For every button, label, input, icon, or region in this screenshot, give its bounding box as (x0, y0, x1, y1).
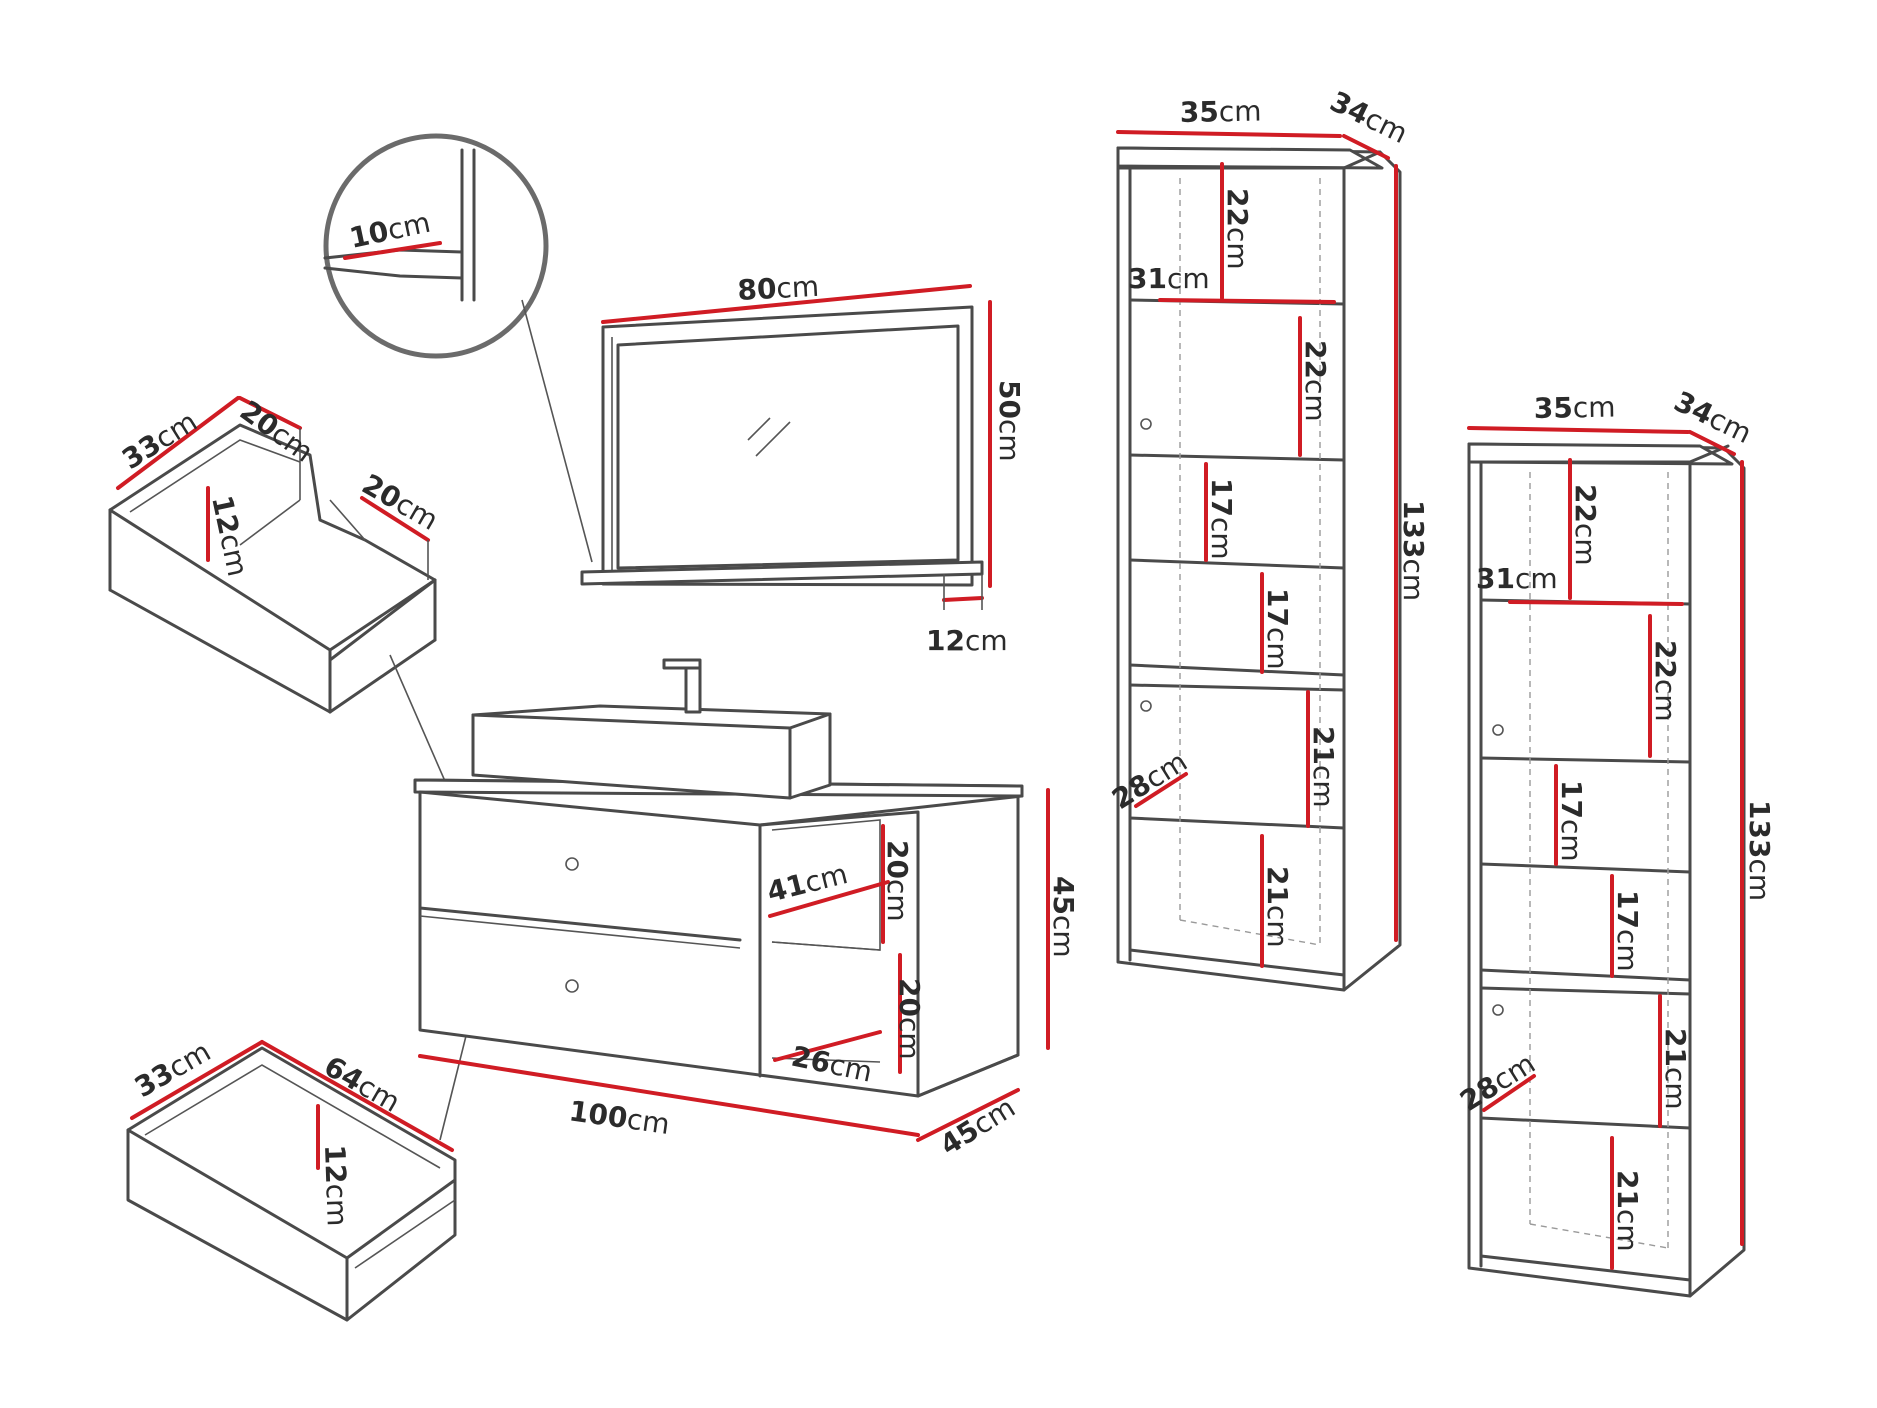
dimension-label-vanity-height: 45cm (1047, 876, 1080, 958)
dimension-unit: cm (965, 624, 1008, 657)
dimension-unit: cm (1397, 558, 1430, 601)
top-drawer (108, 396, 476, 851)
dimension-unit: cm (993, 419, 1026, 462)
bottom-drawer (126, 999, 476, 1322)
dimension-value: 31 (1476, 562, 1515, 595)
dimension-value: 35 (1534, 391, 1574, 425)
dimension-value: 31 (1128, 262, 1167, 295)
dimension-value: 133 (1397, 500, 1430, 558)
dimension-label-mirror-height: 50cm (993, 380, 1026, 462)
dimension-unit: cm (1611, 1209, 1644, 1252)
dimension-label-vanity-shelf-depth: 26cm (789, 1040, 876, 1089)
dimension-label-vanity-shelf-h1: 20cm (881, 840, 914, 922)
dimension-value: 35 (1180, 95, 1220, 129)
dimension-unit: cm (1261, 905, 1294, 948)
dimension-label-tall2-h6: 21cm (1611, 1170, 1644, 1252)
dimension-label-top-drawer-depth: 20cm (357, 467, 444, 536)
dimension-value: 12 (205, 493, 245, 538)
dimension-unit: cm (1047, 915, 1080, 958)
dimension-label-vanity-depth: 45cm (934, 1091, 1021, 1162)
dimension-label-vanity-shelf-h2: 20cm (893, 978, 926, 1060)
dimension-label-tall2-h1: 22cm (1569, 484, 1602, 566)
shelf-detail-circle (323, 133, 593, 563)
dimension-value: 17 (1555, 780, 1588, 819)
dimension-label-tall1-h2: 22cm (1299, 340, 1332, 422)
tall-cabinet-2 (1467, 426, 1746, 1298)
dimension-unit: cm (1573, 391, 1616, 425)
dimension-unit: cm (1569, 523, 1602, 566)
dimension-value: 21 (1659, 1028, 1692, 1067)
dimension-unit: cm (893, 1017, 926, 1060)
dimension-value: 17 (1261, 588, 1294, 627)
dimension-value: 12 (318, 1144, 352, 1184)
dimension-unit: cm (1659, 1067, 1692, 1110)
dimension-label-tall1-depth: 34cm (1325, 85, 1413, 150)
dimension-unit: cm (1515, 562, 1558, 595)
dimension-value: 20 (893, 978, 926, 1017)
dimension-unit: cm (1307, 765, 1340, 808)
dimension-label-tall2-h4: 17cm (1611, 890, 1644, 972)
dimension-label-tall2-width: 35cm (1534, 391, 1616, 425)
dimension-label-tall1-h4: 17cm (1261, 588, 1294, 670)
dimension-value: 22 (1221, 188, 1254, 227)
dimension-unit: cm (1219, 95, 1262, 129)
dimension-label-tall2-inner-width: 31cm (1476, 562, 1558, 595)
dimension-unit: cm (319, 1183, 353, 1227)
dimension-unit: cm (881, 879, 914, 922)
dimension-value: 100 (567, 1094, 629, 1135)
dimension-value: 21 (1611, 1170, 1644, 1209)
tall-cabinet-1 (1116, 130, 1402, 992)
dimension-label-tall1-h6: 21cm (1261, 866, 1294, 948)
dimension-value: 26 (789, 1040, 834, 1080)
dimension-value: 20 (881, 840, 914, 879)
dimension-unit: cm (1743, 858, 1776, 901)
dimension-label-tall2-height: 133cm (1743, 800, 1776, 901)
dimension-label-tall1-h1: 22cm (1221, 188, 1254, 270)
dimension-unit: cm (1261, 627, 1294, 670)
dimension-unit: cm (1205, 517, 1238, 560)
dimension-value: 17 (1205, 478, 1238, 517)
dimension-unit: cm (1221, 227, 1254, 270)
dimension-label-tall1-height: 133cm (1397, 500, 1430, 601)
dimension-unit: cm (776, 270, 820, 305)
dimension-label-mirror-width: 80cm (737, 270, 820, 307)
dimension-label-tall1-h3: 17cm (1205, 478, 1238, 560)
dimension-value: 133 (1743, 800, 1776, 858)
vanity-cabinet (413, 658, 1050, 1142)
dimension-label-mirror-shelf: 12cm (926, 624, 1008, 657)
dimension-value: 10 (347, 214, 392, 254)
dimension-label-tall2-h3: 17cm (1555, 780, 1588, 862)
dimension-label-tall2-h2: 22cm (1649, 640, 1682, 722)
dimension-value: 80 (737, 272, 778, 307)
dimension-value: 17 (1611, 890, 1644, 929)
dimension-label-vanity-shelf-width: 41cm (764, 857, 851, 909)
dimension-label-tall1-inner-width: 31cm (1128, 262, 1210, 295)
dimension-label-bottom-drawer-height: 12cm (318, 1144, 354, 1227)
dimension-label-vanity-width: 100cm (567, 1094, 672, 1141)
dimension-value: 22 (1299, 340, 1332, 379)
dimension-unit: cm (1299, 379, 1332, 422)
dimension-label-tall2-depth: 34cm (1669, 385, 1757, 450)
mirror (580, 284, 992, 610)
dimension-unit: cm (1611, 929, 1644, 972)
dimension-value: 12 (926, 624, 965, 657)
dimension-value: 21 (1307, 726, 1340, 765)
dimension-unit: cm (1167, 262, 1210, 295)
dimension-label-tall2-h5: 21cm (1659, 1028, 1692, 1110)
dimension-unit: cm (1555, 819, 1588, 862)
dimension-unit: cm (1649, 679, 1682, 722)
dimension-value: 50 (993, 380, 1026, 419)
dimension-label-tall1-h5: 21cm (1307, 726, 1340, 808)
dimension-value: 21 (1261, 866, 1294, 905)
dimension-unit: cm (625, 1102, 672, 1141)
dimension-value: 22 (1649, 640, 1682, 679)
dimension-value: 45 (1047, 876, 1080, 915)
dimension-value: 22 (1569, 484, 1602, 523)
dimension-label-tall1-width: 35cm (1180, 95, 1262, 129)
